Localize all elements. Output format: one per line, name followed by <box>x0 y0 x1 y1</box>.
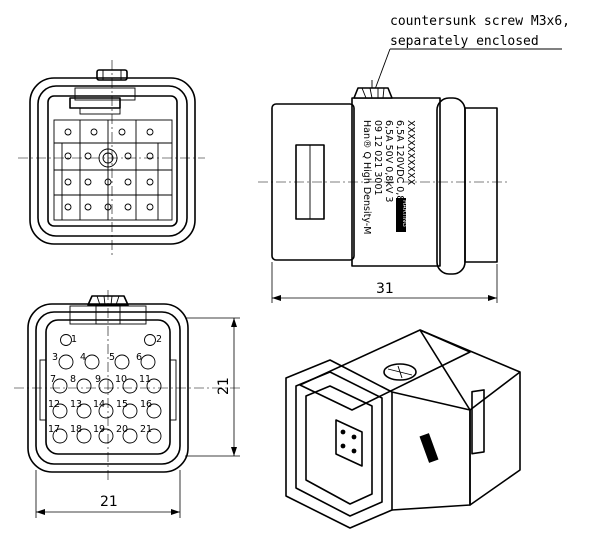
callout-line-2: separately enclosed <box>390 34 539 49</box>
pin-21: 21 <box>140 424 152 435</box>
iso-contacts <box>335 419 363 467</box>
flange <box>436 97 466 275</box>
pin-8: 8 <box>70 374 76 385</box>
pin-5: 5 <box>109 352 115 363</box>
housing-outer <box>29 77 196 245</box>
dimension-height: 21 <box>185 317 240 457</box>
pin-10: 10 <box>115 374 127 385</box>
contact-holes-top <box>64 128 154 211</box>
pin-15: 15 <box>116 399 128 410</box>
pin-14: 14 <box>93 399 105 410</box>
product-label: Han® Q High Density-M 09 12 021 3001 6,5… <box>361 120 416 234</box>
pin-17: 17 <box>48 424 60 435</box>
screw <box>353 80 393 99</box>
pin-6: 6 <box>136 352 142 363</box>
dimension-width-value: 21 <box>100 494 118 510</box>
pin-3: 3 <box>52 352 58 363</box>
pin-9: 9 <box>95 374 101 385</box>
dimension-width: 21 <box>35 470 181 518</box>
contact-pins <box>52 334 162 444</box>
callout-line-1: countersunk screw M3x6, <box>390 14 570 29</box>
iso-screw <box>383 363 417 381</box>
svg-text:HARTING: HARTING <box>401 200 408 227</box>
label-line-5: XXXXXXXXXX <box>405 120 416 186</box>
iso-logo <box>419 433 439 463</box>
front-view-top <box>18 60 205 255</box>
pin-numbers: 1 2 3 4 5 6 7 8 9 10 11 12 13 14 15 16 1… <box>48 334 162 435</box>
harting-logo: HARTING <box>396 198 408 232</box>
callout-leader <box>373 48 391 93</box>
isometric-view <box>285 329 521 529</box>
pin-4: 4 <box>80 352 86 363</box>
pin-18: 18 <box>70 424 82 435</box>
pin-1: 1 <box>71 334 77 345</box>
label-line-2: 09 12 021 3001 <box>372 120 383 196</box>
pin-2: 2 <box>156 334 162 345</box>
dimension-height-value: 21 <box>216 377 232 395</box>
front-view-bottom: 1 2 3 4 5 6 7 8 9 10 11 12 13 14 15 16 1… <box>14 290 240 518</box>
screw-callout: countersunk screw M3x6, separately enclo… <box>373 14 570 93</box>
pin-7: 7 <box>50 374 56 385</box>
dimension-length-value: 31 <box>376 281 394 297</box>
pin-11: 11 <box>139 374 151 385</box>
dimension-length: 31 <box>271 262 498 303</box>
label-line-4: 6,5A 120VDC 0,8kV 3 <box>394 120 405 222</box>
label-line-3: 6,5A 50V 0,8kV 3 <box>383 120 394 202</box>
side-view: Han® Q High Density-M 09 12 021 3001 6,5… <box>258 80 510 303</box>
pin-20: 20 <box>116 424 128 435</box>
pin-12: 12 <box>48 399 60 410</box>
pin-19: 19 <box>93 424 105 435</box>
label-line-1: Han® Q High Density-M <box>361 120 372 234</box>
pin-13: 13 <box>70 399 82 410</box>
pin-16: 16 <box>140 399 152 410</box>
